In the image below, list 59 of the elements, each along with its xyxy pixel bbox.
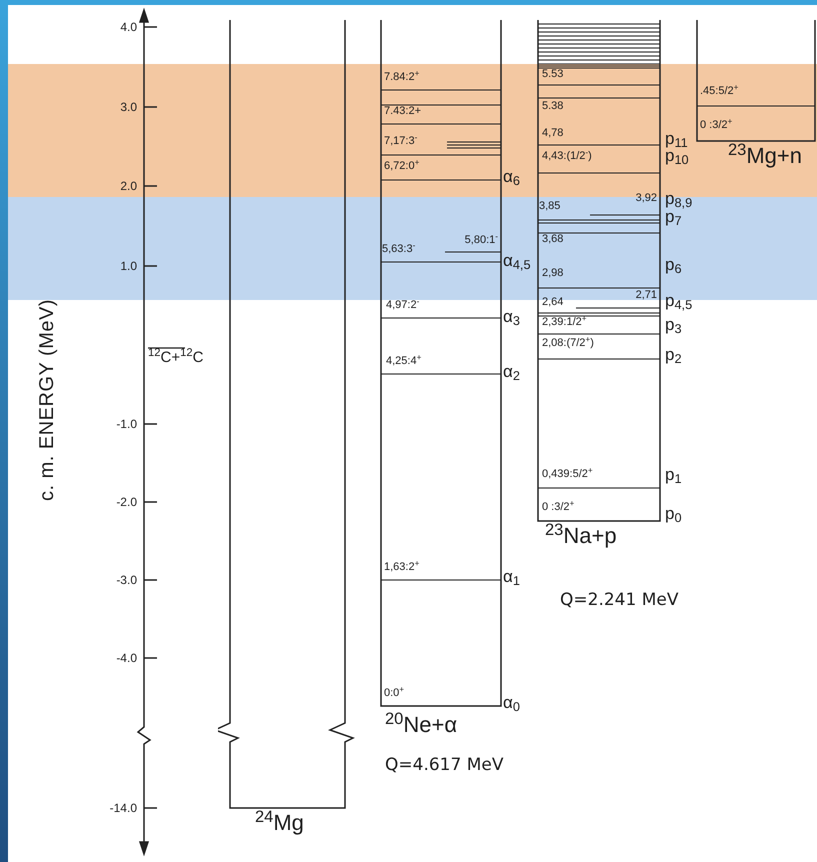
channel-label: p$_{10}$	[665, 147, 689, 164]
level-label: 0 :3/2$^{+}$	[542, 502, 574, 513]
level-label: 5,63:3$^{-}$	[382, 244, 416, 255]
level-label: 0:0$^{+}$	[384, 688, 404, 699]
tick-label: 4.0	[120, 21, 137, 33]
level-label: 6,72:0$^{+}$	[384, 161, 420, 172]
channel-label: α$_{3}$	[503, 308, 520, 325]
tick-label: 2.0	[120, 180, 137, 192]
channel-label: p$_{3}$	[665, 316, 682, 333]
reaction-label: $^{20}$Ne+α	[385, 714, 458, 736]
channel-label: α$_{0}$	[503, 694, 520, 711]
level-label: 3,68	[542, 234, 564, 245]
reaction-label: $^{12}$C+$^{12}$C	[148, 350, 204, 365]
channel-label: p$_{11}$	[665, 130, 688, 147]
q-value: Q=4.617 MeV	[385, 757, 504, 774]
level-label: 7.43:2+	[384, 106, 422, 117]
axis-title: c. m. ENERGY (MeV)	[35, 299, 59, 501]
level-label: 2,39:1/2$^{+}$	[542, 317, 587, 328]
level-label: 5.53	[542, 69, 564, 80]
level-label: 2,71	[636, 290, 657, 301]
level-label: 2,64	[542, 297, 564, 308]
level-label: 4,43:(1/2$^{-}$)	[542, 151, 592, 162]
channel-label: p$_{1}$	[665, 466, 682, 483]
level-label: 7.84:2$^{+}$	[384, 72, 420, 83]
tick-label: -3.0	[116, 574, 137, 586]
channel-label: p$_{7}$	[665, 208, 682, 225]
channel-label: α$_{1}$	[503, 568, 520, 585]
channel-label: p$_{2}$	[665, 346, 682, 363]
level-label: 4,78	[542, 128, 564, 139]
tick-label: -2.0	[116, 496, 137, 508]
level-label: 0,439:5/2$^{+}$	[542, 469, 593, 480]
channel-label: α$_{2}$	[503, 363, 520, 380]
level-label: 1,63:2$^{+}$	[384, 562, 420, 573]
tick-label: 1.0	[120, 260, 137, 272]
level-label: 2,98	[542, 268, 564, 279]
reaction-label: $^{23}$Na+p	[545, 525, 617, 547]
reaction-label: $^{24}$Mg	[255, 812, 304, 834]
channel-label: α$_{6}$	[503, 168, 520, 185]
tick-label: 3.0	[120, 101, 137, 113]
level-label: 3,85	[539, 201, 560, 212]
channel-label: p$_{6}$	[665, 256, 682, 273]
tick-label: -1.0	[116, 418, 137, 430]
tick-label: -14.0	[110, 802, 137, 814]
channel-label: p$_{4,5}$	[665, 292, 692, 309]
level-label: 5.38	[542, 101, 564, 112]
q-value: Q=2.241 MeV	[560, 592, 678, 609]
reaction-label: $^{23}$Mg+n	[728, 145, 802, 167]
channel-label: p$_{8,9}$	[665, 190, 692, 207]
level-label: 7,17:3$^{-}$	[384, 136, 418, 147]
level-label: 4,25:4$^{+}$	[386, 356, 422, 367]
level-label: 4,97:2$^{-}$	[386, 300, 420, 311]
level-label: 3,92	[636, 193, 657, 204]
level-label: 0 :3/2$^{+}$	[700, 120, 732, 131]
tick-label: -4.0	[116, 652, 137, 664]
level-label: .45:5/2$^{+}$	[700, 86, 738, 97]
level-label: 5,80:1$^{-}$	[464, 235, 498, 246]
channel-label: α$_{4,5}$	[503, 252, 531, 269]
channel-label: p$_{0}$	[665, 505, 682, 522]
level-label: 2,08:(7/2$^{+}$)	[542, 338, 594, 349]
